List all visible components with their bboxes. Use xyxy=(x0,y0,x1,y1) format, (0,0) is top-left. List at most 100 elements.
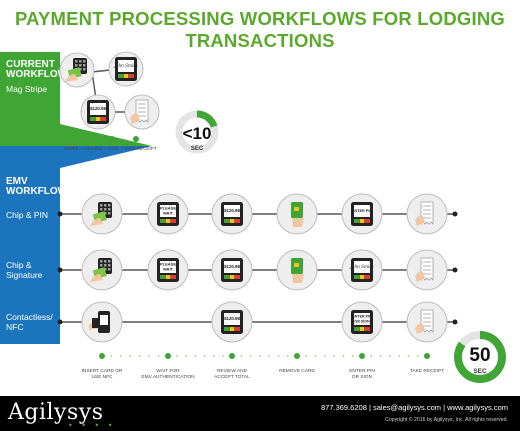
emv-timer-value: 50 xyxy=(469,345,490,366)
step-dash xyxy=(258,355,261,357)
row-end-dot xyxy=(452,319,458,325)
emv-row-label: Contactless/NFC xyxy=(6,312,53,332)
step-dash xyxy=(416,355,419,357)
step-dash xyxy=(314,355,317,357)
current-step-check xyxy=(87,136,93,142)
current-timer-gauge xyxy=(175,110,219,154)
step-dash xyxy=(185,355,188,357)
step-dash xyxy=(212,355,215,357)
row-end-dot xyxy=(452,211,458,217)
current-workflow-banner xyxy=(0,52,152,146)
emv-step-caption: REMOVE CARD xyxy=(279,368,315,374)
emv-step-check xyxy=(294,353,300,359)
step-dash xyxy=(342,355,345,357)
svg-text:$120.98: $120.98 xyxy=(224,208,240,213)
step-dash xyxy=(157,355,160,357)
current-step-check xyxy=(65,136,71,142)
step-dash xyxy=(203,355,206,357)
amount-review-screen-icon: $120.98 xyxy=(80,94,116,130)
step-dash xyxy=(194,355,197,357)
emv-step-check xyxy=(424,353,430,359)
receipt-icon xyxy=(124,94,160,130)
svg-text:$120.98: $120.98 xyxy=(90,106,106,111)
current-timer-unit: SEC xyxy=(191,146,204,152)
step-dash xyxy=(333,355,336,357)
step-dash xyxy=(379,355,382,357)
step-dash xyxy=(351,355,354,357)
current-step-check xyxy=(133,136,139,142)
emv-row-label: Chip & PIN xyxy=(6,210,48,220)
svg-text:PLEASE: PLEASE xyxy=(160,262,176,267)
enter-pin-screen-icon: ENTER PIN xyxy=(341,193,383,235)
svg-text:$120.98: $120.98 xyxy=(224,316,240,321)
signature-screen-icon: John Smith xyxy=(108,51,144,87)
card-insert-icon xyxy=(81,249,123,291)
step-dash xyxy=(268,355,271,357)
emv-row-label: Chip &Signature xyxy=(6,260,43,280)
emv-timer-gauge xyxy=(454,331,506,383)
step-dash xyxy=(129,355,132,357)
svg-text:$120.98: $120.98 xyxy=(224,264,240,269)
svg-text:ENTER PIN: ENTER PIN xyxy=(352,209,373,213)
copyright: Copyright © 2016 by Agilysys, Inc. All r… xyxy=(385,417,508,423)
svg-text:WAIT: WAIT xyxy=(163,211,174,216)
step-dash xyxy=(277,355,280,357)
step-dash xyxy=(249,355,252,357)
step-dash xyxy=(119,355,122,357)
receipt-icon xyxy=(406,301,448,343)
card-insert-icon xyxy=(81,193,123,235)
svg-text:John Smith: John Smith xyxy=(113,63,138,68)
card-insert-icon xyxy=(59,52,95,88)
step-dash xyxy=(138,355,141,357)
emv-step-caption: TAKE RECEIPT xyxy=(410,368,444,374)
emv-timer-unit: SEC xyxy=(473,368,487,375)
remove-card-icon xyxy=(276,193,318,235)
svg-text:PLEASE: PLEASE xyxy=(160,206,176,211)
agilysys-logo: Agilysys xyxy=(8,400,104,425)
step-dash xyxy=(388,355,391,357)
emv-step-check xyxy=(229,353,235,359)
current-timer-value: <10 xyxy=(183,124,212,143)
amount-review-screen-icon: $120.98 xyxy=(211,249,253,291)
step-dash xyxy=(148,355,151,357)
row-start-dot xyxy=(57,211,63,217)
step-dash xyxy=(398,355,401,357)
step-dash xyxy=(305,355,308,357)
svg-text:John Smith: John Smith xyxy=(349,264,374,269)
svg-text:WAIT: WAIT xyxy=(163,267,174,272)
step-dash xyxy=(286,355,289,357)
logo-dots: • • • • xyxy=(68,421,116,430)
contact-info: 877.369.6208 | sales@agilysys.com | www.… xyxy=(320,403,508,412)
svg-text:ENTER PIN: ENTER PIN xyxy=(352,315,372,319)
current-steps-caption: SWIPE + REVIEW + SIGN + TAKE RECEIPT xyxy=(64,146,157,151)
receipt-icon xyxy=(406,249,448,291)
current-step-check xyxy=(109,136,115,142)
receipt-icon xyxy=(406,193,448,235)
amount-review-screen-icon: $120.98 xyxy=(211,193,253,235)
mag-stripe-label: Mag Stripe xyxy=(6,84,47,94)
step-dash xyxy=(110,355,113,357)
emv-step-check xyxy=(99,353,105,359)
contactless-tap-icon xyxy=(81,301,123,343)
row-start-dot xyxy=(57,319,63,325)
step-dash xyxy=(221,355,224,357)
svg-text:OR SIGN: OR SIGN xyxy=(354,319,370,323)
emv-workflow-banner xyxy=(0,146,152,344)
step-dash xyxy=(370,355,373,357)
step-dash xyxy=(323,355,326,357)
remove-card-icon xyxy=(276,249,318,291)
row-end-dot xyxy=(452,267,458,273)
step-dash xyxy=(407,355,410,357)
emv-step-check xyxy=(165,353,171,359)
emv-step-check xyxy=(359,353,365,359)
